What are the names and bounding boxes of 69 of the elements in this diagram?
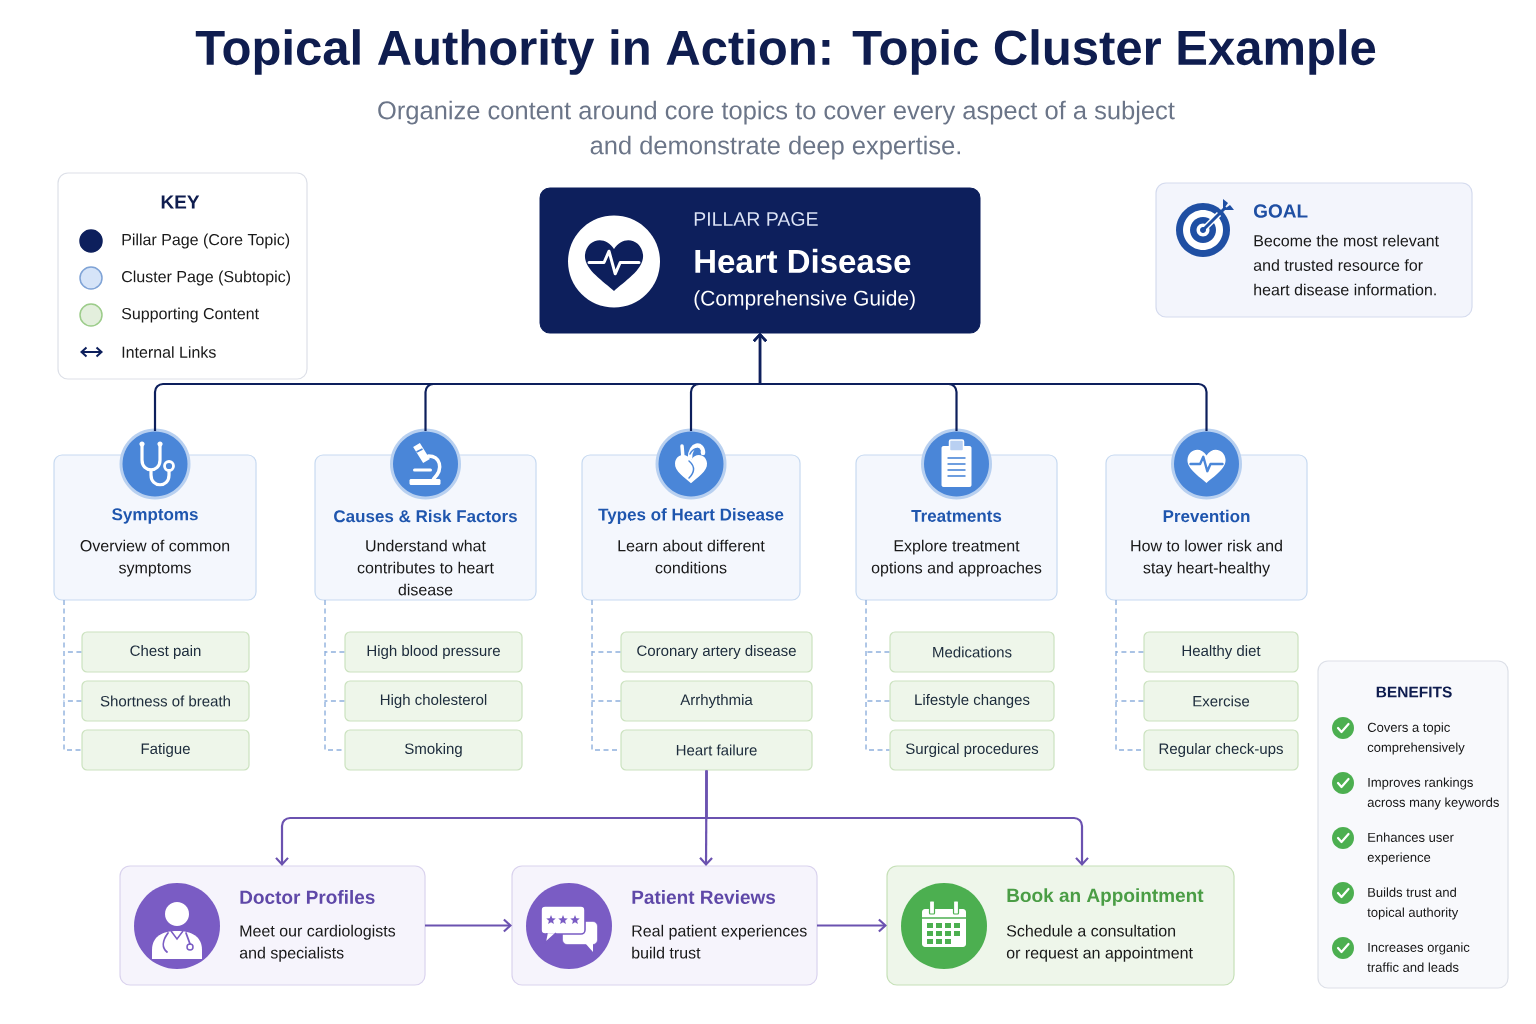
card-text: Explore treatment options and approaches xyxy=(871,539,1042,577)
card-text: Meet our cardiologists and specialists xyxy=(239,924,396,962)
pillar-title: Heart Disease xyxy=(695,248,911,274)
connector-line xyxy=(62,599,83,751)
card-title: Treatments xyxy=(911,510,1002,522)
goal-panel xyxy=(1155,182,1473,318)
subtopic-box: Smoking xyxy=(344,729,523,771)
card-text: Understand what contributes to heart disease xyxy=(357,539,494,596)
list-item: Increases organic traffic and leads xyxy=(1367,942,1470,972)
info-card xyxy=(511,865,818,986)
title: Topical Authority in Action: Topic Cluster Example xyxy=(195,29,1376,75)
benefits-panel xyxy=(1317,660,1509,989)
subtopic-box: Healthy diet xyxy=(1143,631,1299,673)
card-text: Schedule a consultation or request an appointment xyxy=(1006,924,1193,962)
card-title: Symptoms xyxy=(112,508,198,524)
subtopic-box: Chest pain xyxy=(81,631,250,673)
topic-card xyxy=(314,428,537,601)
subtopic-box: Medications xyxy=(889,631,1055,673)
card-title: Doctor Profiles xyxy=(240,890,375,904)
subtopic-box: Arrhythmia xyxy=(620,680,813,722)
legend-title: KEY xyxy=(161,195,200,209)
list-item: Covers a topic comprehensively xyxy=(1367,722,1465,755)
subtopic-box: Exercise xyxy=(1143,680,1299,722)
connector-line xyxy=(864,599,891,751)
arrow xyxy=(817,918,887,933)
arrow xyxy=(753,333,1208,431)
topic-card xyxy=(1105,428,1308,601)
panel-heading: BENEFITS xyxy=(1376,686,1452,698)
subtopic-box: Shortness of breath xyxy=(81,680,250,722)
card-text: Real patient experiences build trust xyxy=(632,924,807,959)
subtopic-box: Fatigue xyxy=(81,729,250,771)
arrow xyxy=(425,918,512,933)
legend-label: Supporting Content xyxy=(121,307,259,323)
connector-line xyxy=(323,599,346,751)
subtopic-box: Surgical procedures xyxy=(889,729,1055,771)
list-item: Enhances user experience xyxy=(1367,832,1454,865)
card-text: How to lower risk and stay heart-healthy xyxy=(1131,539,1282,577)
panel-text: Become the most relevant and trusted resource for heart disease information. xyxy=(1253,234,1439,296)
legend-label: Cluster Page (Subtopic) xyxy=(122,270,291,286)
card-title: Book an Appointment xyxy=(1007,888,1204,906)
info-card xyxy=(886,865,1235,986)
subtopic-box: High cholesterol xyxy=(344,680,523,722)
card-title: Patient Reviews xyxy=(632,890,776,904)
info-card xyxy=(119,865,426,986)
pillar-box xyxy=(539,187,981,334)
list-item: Improves rankings across many keywords xyxy=(1367,777,1499,810)
pillar-label: PILLAR PAGE xyxy=(694,212,818,226)
topic-card xyxy=(53,428,257,601)
subtitle: Organize content around core topics to cover every aspect of a subject and demonstrate deep expertise. xyxy=(378,100,1175,160)
card-title: Types of Heart Disease xyxy=(598,508,784,524)
card-title: Prevention xyxy=(1163,509,1250,523)
connector-line xyxy=(590,599,622,751)
subtopic-box: Lifestyle changes xyxy=(889,680,1055,722)
subtopic-box: Coronary artery disease xyxy=(620,631,813,673)
list-item: Builds trust and topical authority xyxy=(1367,887,1459,920)
subtopic-box: High blood pressure xyxy=(344,631,523,673)
card-text: Learn about different conditions xyxy=(618,539,765,574)
connector-line xyxy=(1114,599,1145,751)
card-text: Overview of common symptoms xyxy=(80,539,230,577)
panel-heading: GOAL xyxy=(1254,204,1308,218)
legend-label: Pillar Page (Core Topic) xyxy=(122,233,290,249)
pillar-subtitle: (Comprehensive Guide) xyxy=(694,290,915,310)
topic-card xyxy=(855,428,1058,601)
arrow xyxy=(705,770,1089,866)
subtopic-box: Heart failure xyxy=(620,729,813,771)
legend-label: Internal Links xyxy=(122,346,216,358)
card-title: Causes & Risk Factors xyxy=(334,509,517,523)
topic-card xyxy=(581,428,801,601)
subtopic-box: Regular check-ups xyxy=(1143,729,1299,771)
